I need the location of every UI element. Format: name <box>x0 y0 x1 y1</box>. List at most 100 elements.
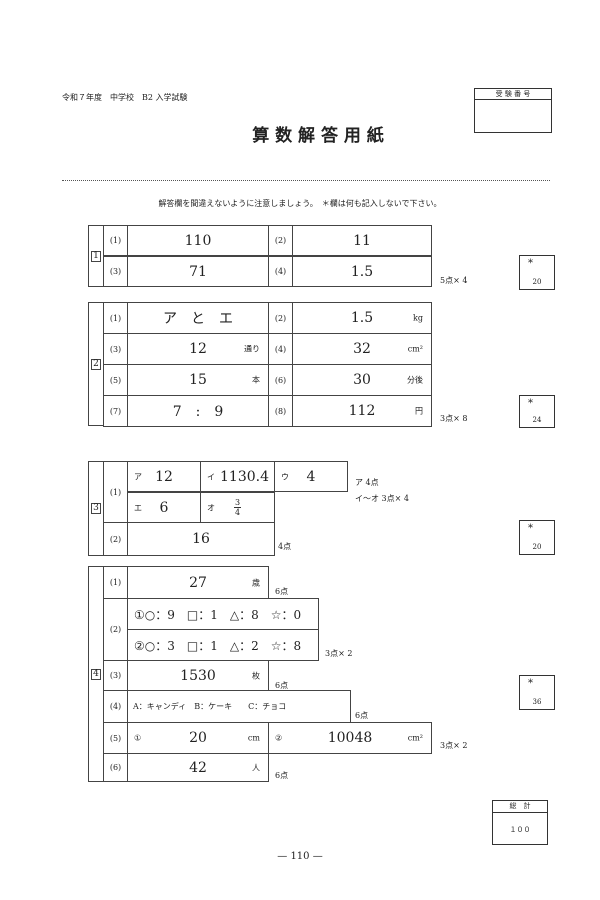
answer-cell[interactable]: 110 <box>127 225 269 256</box>
score-box: * 20 <box>519 255 555 290</box>
total-label: 総 計 <box>493 801 547 813</box>
kana-label: ウ <box>281 472 289 481</box>
q-label: (2) <box>103 522 128 556</box>
answer: 1130.4 <box>220 468 269 485</box>
answer: 15 <box>189 372 207 388</box>
q-label: (2) <box>268 225 293 256</box>
answer-cell[interactable]: 30 分後 <box>292 364 432 396</box>
q-label: (5) <box>103 364 128 396</box>
answer: 4 <box>306 468 316 485</box>
q-label: (1) <box>103 225 128 256</box>
score-max: 24 <box>532 416 542 424</box>
answer: 6 <box>159 499 169 516</box>
answer: 20 <box>189 730 207 746</box>
answer-cell[interactable]: 12 通り <box>127 333 269 365</box>
exam-number-box[interactable]: 受 験 番 号 <box>474 88 552 133</box>
points: イ～オ 3点× 4 <box>355 494 409 503</box>
q-label: (2) <box>268 302 293 334</box>
answer-cell[interactable]: ①○：9 □：1 △：8 ☆：0 <box>127 598 319 630</box>
points: 5点× 4 <box>440 276 468 285</box>
section-label: 3 <box>91 503 101 514</box>
kana-label: オ <box>207 503 215 512</box>
answer: 7 : 9 <box>172 404 224 420</box>
answer: 112 <box>348 403 376 419</box>
unit: 本 <box>252 375 260 385</box>
answer-cell[interactable]: ア と エ <box>127 302 269 334</box>
answer: 27 <box>189 574 207 591</box>
q-label: (3) <box>103 333 128 365</box>
answer: 32 <box>353 341 371 357</box>
page-number: — 110 — <box>277 851 323 862</box>
unit: kg <box>413 313 423 323</box>
q-label: (5) <box>103 722 128 754</box>
q-label: (4) <box>268 256 293 287</box>
points: 3点× 2 <box>440 741 468 750</box>
unit: cm² <box>407 733 423 743</box>
q-label: (1) <box>103 461 128 523</box>
answer-cell[interactable]: 1.5 <box>292 256 432 287</box>
answer-cell[interactable]: A：キャンディ B：ケーキ C：チョコ <box>127 690 351 723</box>
q-label: (3) <box>103 660 128 691</box>
answer-cell[interactable]: 16 <box>127 522 275 556</box>
points: 6点 <box>275 681 289 690</box>
answer-cell[interactable]: 27 歳 <box>127 566 269 599</box>
answer: 1.5 <box>350 310 374 326</box>
star-mark: * <box>528 398 533 409</box>
points: ア 4点 <box>355 478 379 487</box>
q-label: (4) <box>268 333 293 365</box>
points: 6点 <box>275 587 289 596</box>
answer-cell[interactable]: 71 <box>127 256 269 287</box>
section-number-4: 4 <box>88 566 104 782</box>
answer: 12 <box>155 468 173 485</box>
unit: 分後 <box>407 375 423 385</box>
denominator: 4 <box>234 508 241 517</box>
unit: 枚 <box>252 671 260 680</box>
section-label: 2 <box>91 358 101 370</box>
answer: 30 <box>353 372 371 388</box>
answer: 10048 <box>327 730 373 746</box>
score-box: * 24 <box>519 395 555 428</box>
answer: ア と エ <box>163 311 233 327</box>
unit: 通り <box>244 344 260 354</box>
answer: 42 <box>189 759 207 776</box>
section-number-1: 1 <box>88 225 104 287</box>
answer-cell[interactable]: 15 本 <box>127 364 269 396</box>
star-mark: * <box>528 523 533 534</box>
q-label: (1) <box>103 302 128 334</box>
marker: ① <box>134 733 142 743</box>
total-box: 総 計 １００ <box>492 800 548 845</box>
points: 6点 <box>275 771 289 780</box>
q-label: (7) <box>103 395 128 427</box>
unit: 人 <box>252 763 260 772</box>
page-title: 算 数 解 答 用 紙 <box>252 126 384 146</box>
score-box: *36 <box>519 675 555 710</box>
q-label: (6) <box>268 364 293 396</box>
answer-cell[interactable]: 11 <box>292 225 432 256</box>
divider <box>62 180 550 181</box>
score-max: 20 <box>532 278 542 286</box>
q-label: (6) <box>103 753 128 782</box>
q-label: (2) <box>103 598 128 661</box>
score-max: 36 <box>532 698 542 706</box>
exam-number-label: 受 験 番 号 <box>475 89 551 100</box>
answer: 12 <box>189 341 207 357</box>
unit: 歳 <box>252 578 260 587</box>
points: 6点 <box>355 711 369 720</box>
answer-cell[interactable]: 7 : 9 <box>127 395 269 427</box>
points: 4点 <box>278 542 292 551</box>
answer-cell[interactable]: ②○：3 □：1 △：2 ☆：8 <box>127 629 319 661</box>
star-mark: * <box>528 258 533 269</box>
answer-cell[interactable]: 1.5 kg <box>292 302 432 334</box>
answer-cell[interactable]: 42 人 <box>127 753 269 782</box>
